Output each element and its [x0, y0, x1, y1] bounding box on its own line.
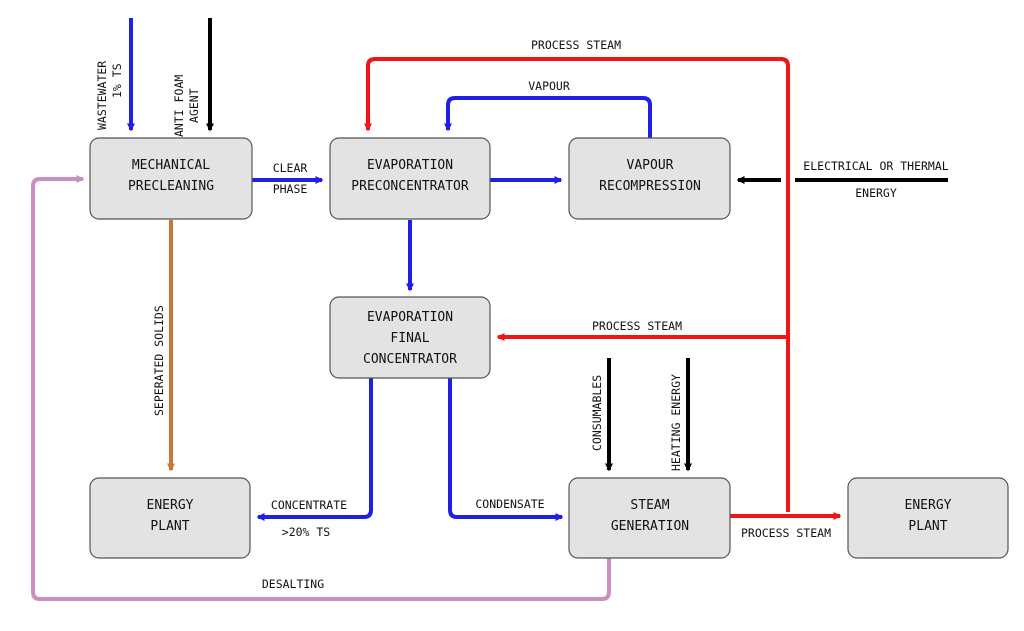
mechanical-precleaning-box: MECHANICAL PRECLEANING	[89, 137, 253, 220]
process-steam-mid-label: PROCESS STEAM	[592, 319, 682, 333]
steam-generation-line1: STEAM	[630, 498, 669, 513]
vapour-recompression-box: VAPOUR RECOMPRESSION	[568, 137, 731, 220]
mechanical-precleaning-line1: MECHANICAL	[132, 158, 210, 173]
process-steam-bottom-label: PROCESS STEAM	[741, 526, 831, 540]
mechanical-precleaning-line2: PRECLEANING	[128, 179, 214, 194]
electrical-energy-label-line2: ENERGY	[855, 186, 897, 200]
process-steam-top-label: PROCESS STEAM	[531, 38, 621, 52]
consumables-label: CONSUMABLES	[590, 375, 604, 451]
electrical-energy-label-line1: ELECTRICAL OR THERMAL	[803, 159, 948, 173]
separated-solids-label: SEPERATED SOLIDS	[152, 305, 166, 416]
heating-energy-label: HEATING ENERGY	[669, 374, 683, 471]
anti-foam-label-line1: ANTI FOAM	[172, 75, 186, 137]
clear-phase-label-line2: PHASE	[273, 182, 308, 196]
energy-plant-right-line2: PLANT	[908, 519, 947, 534]
steam-generation-line2: GENERATION	[611, 519, 689, 534]
anti-foam-label-line2: AGENT	[187, 88, 201, 123]
condensate-line	[448, 378, 564, 521]
wastewater-label-line2: 1% TS	[110, 63, 124, 98]
wastewater-label-line1: WASTEWATER	[95, 61, 109, 130]
energy-plant-left-line1: ENERGY	[147, 498, 194, 513]
evaporation-final-line3: CONCENTRATOR	[363, 352, 457, 367]
evaporation-preconcentrator-line1: EVAPORATION	[367, 158, 453, 173]
evaporation-final-line2: FINAL	[390, 331, 429, 346]
evaporation-final-concentrator-box: EVAPORATION FINAL CONCENTRATOR	[329, 296, 491, 379]
steam-generation-box: STEAM GENERATION	[568, 477, 731, 559]
vapour-line	[444, 96, 652, 140]
clear-phase-label-line1: CLEAR	[273, 161, 308, 175]
process-steam-top-line	[364, 57, 790, 512]
desalting-line	[31, 175, 611, 601]
vapour-recompression-line1: VAPOUR	[627, 158, 674, 173]
concentrate-label-line1: CONCENTRATE	[271, 498, 347, 512]
evaporation-preconcentrator-box: EVAPORATION PRECONCENTRATOR	[329, 137, 491, 220]
evaporation-preconcentrator-line2: PRECONCENTRATOR	[351, 179, 469, 194]
energy-plant-right-box: ENERGY PLANT	[847, 477, 1009, 559]
energy-plant-right-line1: ENERGY	[905, 498, 952, 513]
desalting-label: DESALTING	[262, 577, 324, 591]
condensate-label: CONDENSATE	[475, 497, 544, 511]
concentrate-line	[256, 378, 373, 521]
evaporation-final-line1: EVAPORATION	[367, 310, 453, 325]
concentrate-label-line2: >20% TS	[282, 525, 331, 539]
vapour-label: VAPOUR	[528, 79, 570, 93]
vapour-recompression-line2: RECOMPRESSION	[599, 179, 701, 194]
energy-plant-left-line2: PLANT	[150, 519, 189, 534]
energy-plant-left-box: ENERGY PLANT	[89, 477, 251, 559]
